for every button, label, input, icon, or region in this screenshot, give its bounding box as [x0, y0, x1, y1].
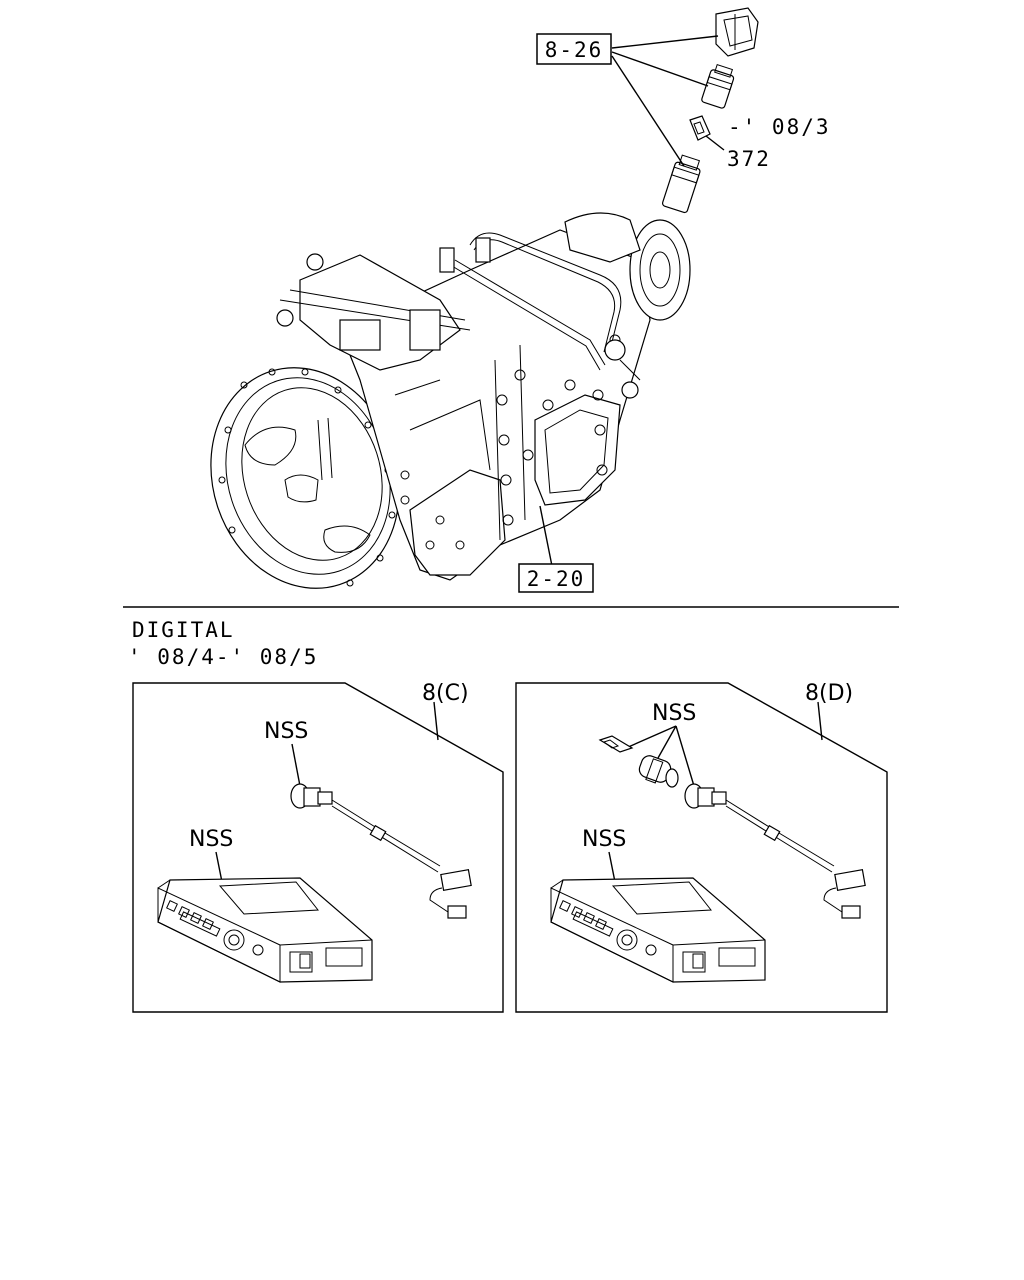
ref-label-8-26: 8-26	[545, 38, 604, 62]
panel-d-adapter	[638, 755, 679, 788]
ref-label-2-20: 2-20	[527, 567, 586, 591]
panel-d-unit-label: NSS	[582, 827, 626, 852]
panel-d-speed-sensor	[684, 783, 866, 919]
panel-c-unit-label: NSS	[189, 827, 233, 852]
panel-c-ref: 8(C)	[422, 681, 469, 706]
ref-box-8-26	[536, 33, 612, 65]
panel-d: 8(D) NSS NSS	[515, 681, 888, 1013]
panel-c-sensor-label: NSS	[264, 719, 308, 744]
ref-box-2-20	[518, 563, 594, 593]
date-note: -' 08/3	[728, 115, 831, 139]
panel-d-tachograph-unit	[550, 877, 766, 983]
panel-c-tachograph-unit	[157, 877, 373, 983]
section-heading: DIGITAL	[132, 618, 235, 642]
part-number-372: 372	[727, 147, 771, 171]
sensor-parts-top	[661, 7, 759, 214]
panel-c: 8(C) NSS NSS	[132, 681, 504, 1013]
leader-lines-top	[539, 35, 725, 567]
transmission-assembly	[210, 212, 691, 589]
panel-d-sensor-label: NSS	[652, 701, 696, 726]
panel-d-seal	[598, 735, 634, 753]
date-range: ' 08/4-' 08/5	[128, 645, 318, 669]
panel-d-ref: 8(D)	[805, 681, 853, 706]
panel-c-speed-sensor	[290, 783, 472, 919]
